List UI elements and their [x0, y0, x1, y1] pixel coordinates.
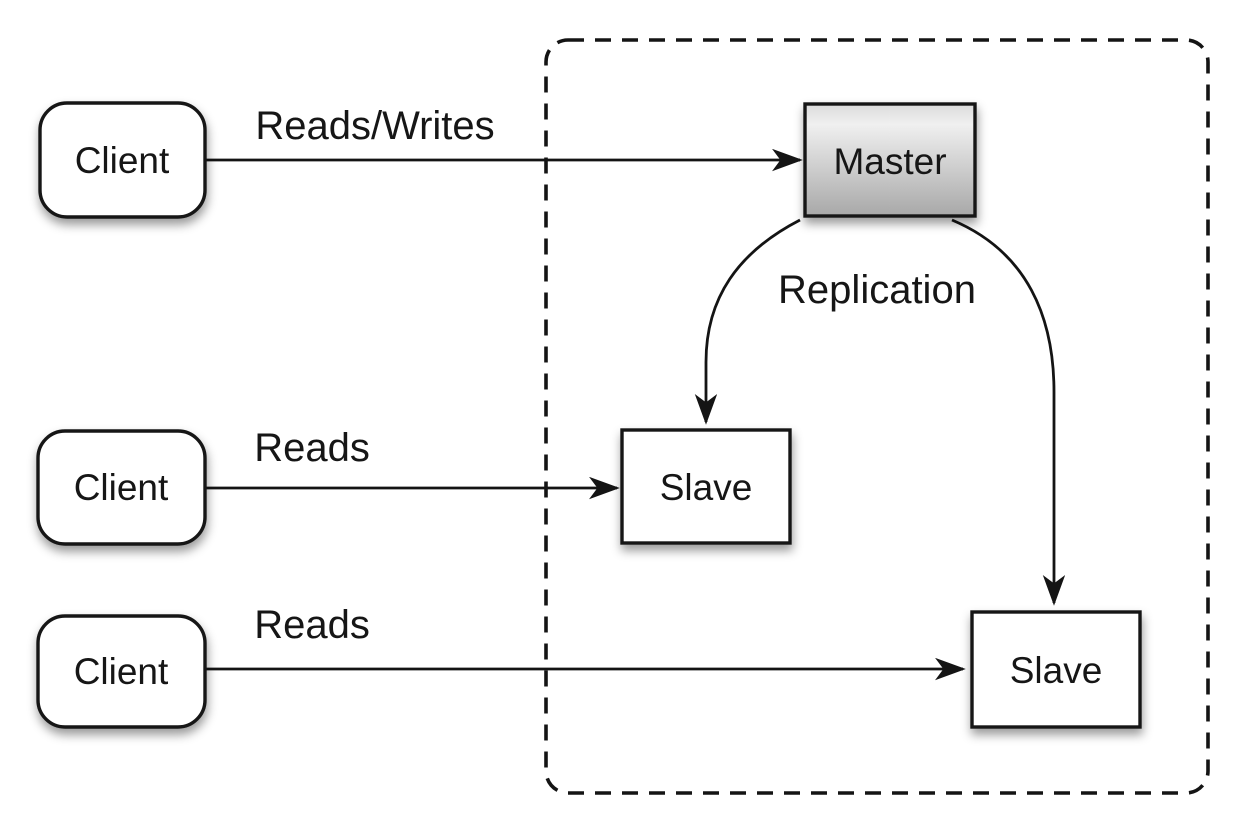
reads-top-label: Reads — [254, 426, 370, 470]
slave-node-2: Slave — [970, 610, 1142, 729]
slave-label: Slave — [660, 467, 753, 508]
slave-box — [970, 610, 1142, 729]
reads-writes-label: Reads/Writes — [255, 104, 494, 148]
client-label: Client — [75, 140, 170, 181]
cluster-boundary — [544, 38, 1210, 795]
client-label: Client — [74, 467, 169, 508]
slave-label: Slave — [1010, 650, 1103, 691]
replication-label: Replication — [778, 268, 976, 312]
client-node-3: Client — [36, 614, 207, 729]
client-box — [38, 101, 207, 219]
master-node: Master — [803, 102, 977, 218]
master-box — [803, 102, 977, 218]
client-label: Client — [74, 651, 169, 692]
replication-edges: Replication — [694, 218, 1066, 606]
client-box — [36, 614, 207, 729]
client-box — [36, 429, 207, 546]
client-node-2: Client — [36, 429, 207, 546]
reads-bottom-edge: Reads — [205, 603, 966, 681]
client-node-1: Client — [38, 101, 207, 219]
reads-writes-edge: Reads/Writes — [205, 104, 803, 172]
slave-box — [620, 428, 792, 545]
reads-bottom-label: Reads — [254, 603, 370, 647]
replication-arrow-left — [694, 218, 801, 425]
master-label: Master — [833, 141, 946, 182]
replication-arrow-right — [951, 218, 1066, 606]
slave-node-1: Slave — [620, 428, 792, 545]
reads-top-edge: Reads — [205, 426, 620, 500]
